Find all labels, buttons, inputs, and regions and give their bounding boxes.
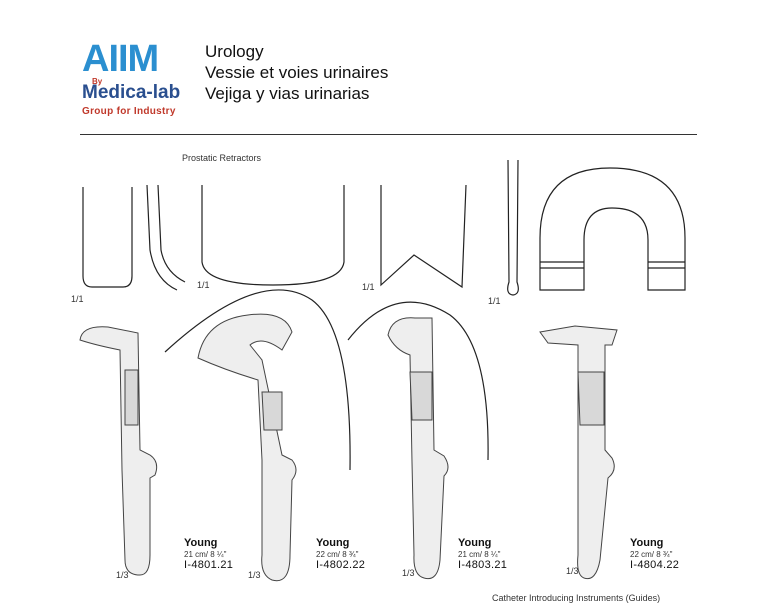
retractor-2 — [197, 313, 297, 582]
instrument-card-1: Young 21 cm/ 8 ¼" I-4801.21 — [184, 538, 233, 571]
instrument-1-code: I-4801.21 — [184, 559, 234, 571]
section-label: Prostatic Retractors — [182, 153, 262, 163]
title-spanish: Vejiga y vias urinarias — [205, 84, 370, 103]
blade-profile-5 — [539, 167, 686, 291]
retractor-3 — [387, 317, 449, 580]
blade-profile-1 — [82, 184, 186, 291]
instrument-2-scale: 1/3 — [248, 570, 261, 580]
instrument-card-2: Young 22 cm/ 8 ¾" I-4802.22 — [316, 538, 365, 571]
page-footer: Catheter Introducing Instruments (Guides… — [492, 593, 661, 603]
instrument-3-name: Young — [458, 537, 492, 549]
retractor-4 — [539, 325, 618, 580]
blade-profile-2 — [201, 185, 345, 286]
instrument-4-code: I-4804.22 — [630, 559, 680, 571]
logo-sub-text: Medica-lab — [82, 82, 181, 103]
profile-scale-3: 1/1 — [362, 282, 375, 292]
title-french: Vessie et voies urinaires — [205, 63, 389, 82]
instrument-1-scale: 1/3 — [116, 570, 129, 580]
blade-profile-4 — [507, 159, 519, 296]
instrument-2-code: I-4802.22 — [316, 559, 366, 571]
instrument-2-name: Young — [316, 537, 350, 549]
profile-scale-1: 1/1 — [71, 294, 84, 304]
instrument-card-4: Young 22 cm/ 8 ¾" I-4804.22 — [630, 538, 679, 571]
logo-tagline: Group for Industry — [82, 106, 176, 117]
guide-curve-1 — [164, 289, 351, 471]
blade-profile-3 — [380, 184, 467, 289]
profile-scale-2: 1/1 — [197, 280, 210, 290]
instrument-4-scale: 1/3 — [566, 566, 579, 576]
instrument-4-size: 22 cm/ 8 ¾" — [630, 550, 673, 559]
instrument-1-name: Young — [184, 537, 218, 549]
guide-curve-2 — [347, 301, 489, 461]
title-english: Urology — [205, 42, 264, 61]
logo-main-text: AIIM — [82, 38, 159, 80]
header-divider — [80, 134, 697, 135]
instrument-card-3: Young 21 cm/ 8 ¼" I-4803.21 — [458, 538, 507, 571]
brand-logo: AIIM By Medica-lab Group for Industry — [78, 40, 188, 120]
instrument-1-size: 21 cm/ 8 ¼" — [184, 550, 227, 559]
profile-scale-4: 1/1 — [488, 296, 501, 306]
instrument-3-code: I-4803.21 — [458, 559, 508, 571]
instrument-2-size: 22 cm/ 8 ¾" — [316, 550, 359, 559]
retractor-1 — [79, 326, 158, 576]
logo-by-text: By — [92, 77, 103, 86]
instrument-3-scale: 1/3 — [402, 568, 415, 578]
instrument-4-name: Young — [630, 537, 664, 549]
instrument-3-size: 21 cm/ 8 ¼" — [458, 550, 501, 559]
